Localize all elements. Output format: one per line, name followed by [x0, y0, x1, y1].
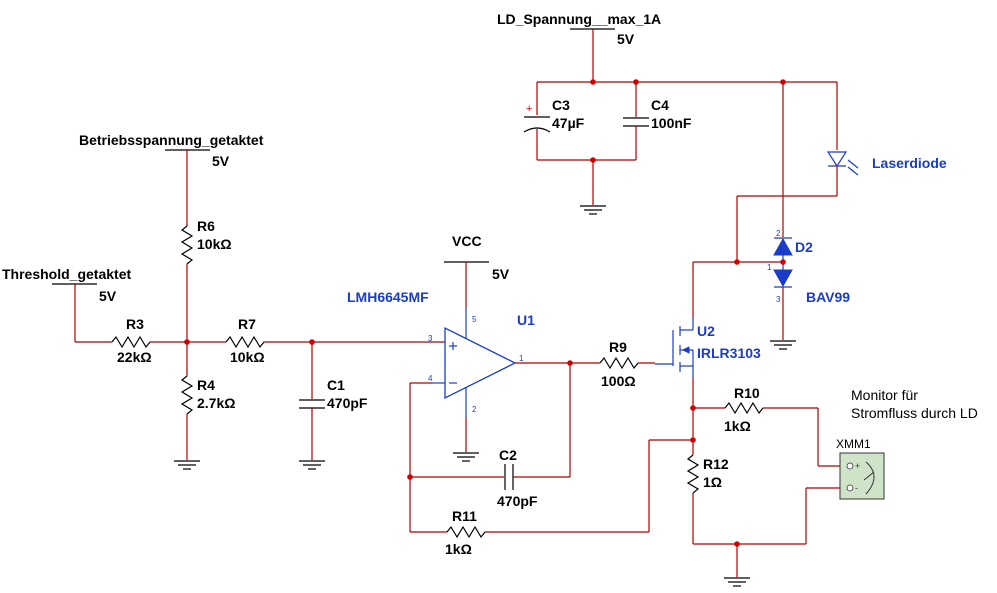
r7-resistor [225, 335, 265, 349]
opamp-pin-5: 5 [472, 315, 477, 324]
c3-plus-sign: + [526, 103, 532, 115]
ground-icon [174, 460, 200, 470]
opamp-pin-4: 4 [428, 374, 433, 383]
ground-icon [580, 205, 606, 215]
ground-icon [770, 340, 796, 350]
vcc-label: VCC [452, 233, 482, 249]
c2-name: C2 [499, 447, 517, 463]
ground-icon [299, 460, 325, 470]
r11-resistor [446, 525, 486, 539]
r10-name: R10 [734, 385, 760, 401]
xmm-label: XMM1 [836, 437, 871, 451]
vcc-voltage: 5V [492, 266, 510, 282]
r3-value: 22kΩ [117, 349, 152, 365]
monitor-label-line1: Monitor für [851, 387, 918, 403]
d2-pin-3: 3 [776, 295, 781, 304]
r7-name: R7 [238, 316, 256, 332]
d2-name: D2 [795, 239, 813, 255]
opamp-part: LMH6645MF [347, 289, 429, 305]
c2-value: 470pF [497, 493, 538, 509]
ld-supply-voltage: 5V [617, 31, 635, 47]
gate-section [570, 356, 655, 370]
r11-name: R11 [452, 508, 477, 524]
feedback-section [407, 363, 650, 539]
r4-resistor [180, 375, 194, 415]
r9-name: R9 [609, 339, 627, 355]
r12-name: R12 [703, 456, 729, 472]
xmm-minus-sign: - [855, 483, 858, 493]
r6-name: R6 [197, 218, 215, 234]
ld-supply-label: LD_Spannung__max_1A [497, 11, 661, 27]
c3-name: C3 [552, 97, 570, 113]
betrieb-label: Betriebsspannung_getaktet [79, 132, 264, 148]
r12-value: 1Ω [703, 474, 722, 490]
sense-section [649, 401, 885, 587]
c3-value: 47µF [552, 115, 585, 131]
r9-resistor [599, 356, 639, 370]
c4-name: C4 [651, 97, 669, 113]
r3-resistor [111, 335, 151, 349]
mosfet-part: IRLR3103 [697, 345, 761, 361]
c4-value: 100nF [651, 115, 692, 131]
ground-icon [453, 452, 479, 462]
opamp-pin-3: 3 [428, 334, 433, 343]
r7-value: 10kΩ [230, 349, 265, 365]
laser-section [693, 82, 859, 350]
mosfet-ref: U2 [697, 323, 715, 339]
opamp-u1 [410, 261, 573, 462]
betrieb-voltage: 5V [212, 153, 230, 169]
multimeter-icon [839, 452, 885, 500]
r6-value: 10kΩ [197, 236, 232, 252]
opamp-triangle-icon [444, 326, 517, 400]
junction [590, 79, 596, 85]
opamp-pin-1: 1 [519, 354, 524, 363]
ld-supply-section: + [523, 28, 837, 215]
mosfet-u2 [655, 262, 694, 455]
r3-name: R3 [126, 316, 144, 332]
d2-pin-1: 1 [767, 263, 772, 272]
divider-section [52, 149, 445, 470]
d2-diode-icon [773, 237, 793, 288]
c1-value: 470pF [327, 395, 368, 411]
r4-name: R4 [197, 377, 215, 393]
opamp-pin-2: 2 [472, 405, 477, 414]
monitor-label-line2: Stromfluss durch LD [851, 405, 978, 421]
d2-pin-2: 2 [776, 229, 781, 238]
r12-resistor [686, 454, 700, 494]
laserdiode-label: Laserdiode [872, 155, 947, 171]
threshold-label: Threshold_getaktet [2, 266, 131, 282]
r10-resistor [724, 401, 764, 415]
junction [780, 259, 786, 265]
laserdiode-icon [826, 151, 859, 176]
r6-resistor [180, 225, 194, 265]
r4-value: 2.7kΩ [197, 395, 235, 411]
ground-icon [724, 577, 750, 587]
r10-value: 1kΩ [724, 418, 751, 434]
threshold-voltage: 5V [99, 288, 117, 304]
opamp-ref: U1 [517, 312, 535, 328]
d2-part: BAV99 [806, 289, 850, 305]
c3-plate-curved [523, 127, 551, 133]
junction [734, 259, 740, 265]
c1-name: C1 [327, 377, 345, 393]
r9-value: 100Ω [601, 373, 636, 389]
r11-value: 1kΩ [445, 541, 472, 557]
xmm-plus-sign: + [855, 461, 860, 471]
